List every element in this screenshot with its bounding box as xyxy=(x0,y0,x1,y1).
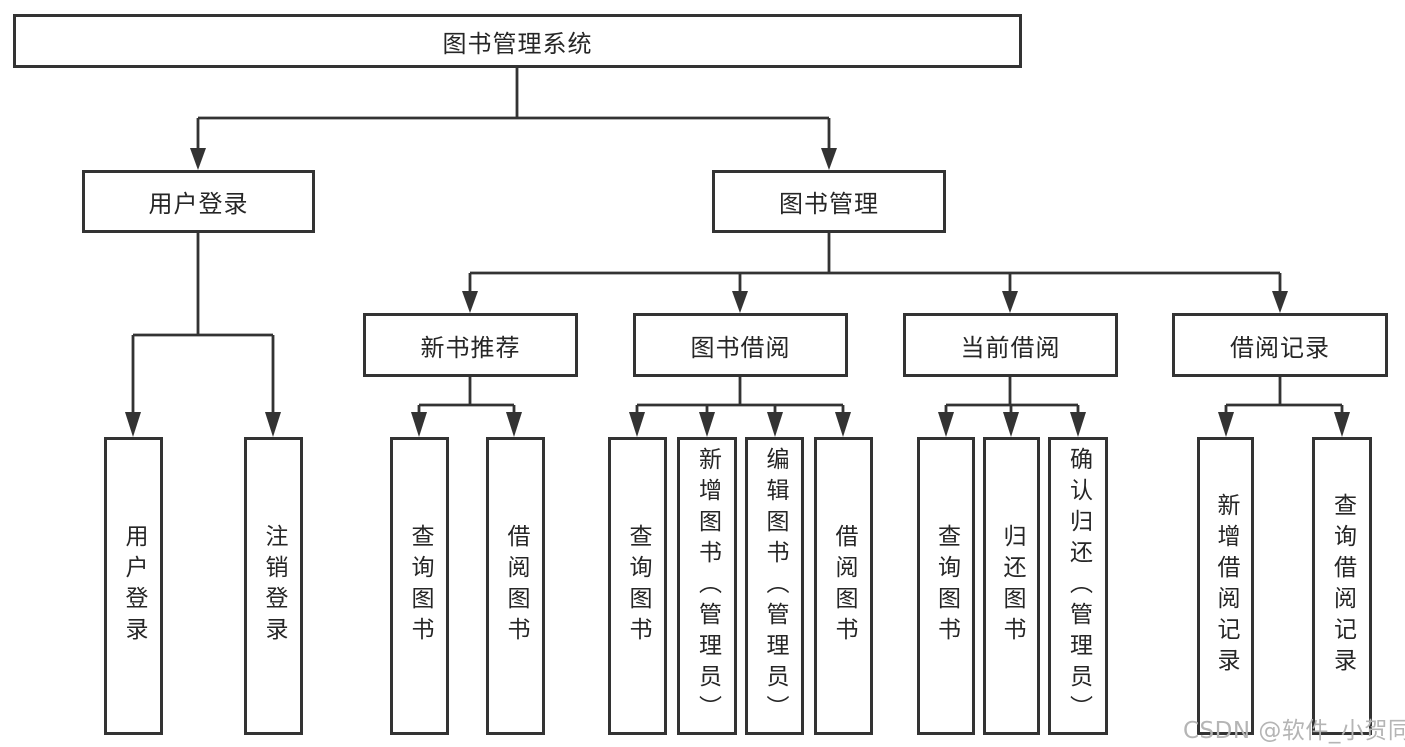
node-book-borrow: 图书借阅 xyxy=(633,313,848,377)
node-new-book-rec-label: 新书推荐 xyxy=(420,333,521,362)
leaf-return-book-label: 归还图书 xyxy=(999,524,1025,648)
leaf-edit-book-admin: 编辑图书（管理员） xyxy=(745,437,804,735)
leaf-confirm-return-admin: 确认归还（管理员） xyxy=(1048,437,1108,735)
leaf-add-borrow-record-label: 新增借阅记录 xyxy=(1213,493,1239,679)
connector-current-borrow xyxy=(938,377,1086,437)
node-user-login-label: 用户登录 xyxy=(148,190,249,218)
leaf-logout: 注销登录 xyxy=(244,437,303,735)
connector-root xyxy=(190,68,837,170)
leaf-confirm-return-admin-label: 确认归还（管理员） xyxy=(1065,446,1092,726)
connector-user-login xyxy=(125,233,281,437)
node-book-mgmt: 图书管理 xyxy=(712,170,946,233)
leaf-borrow-book-1-label: 借阅图书 xyxy=(503,524,529,648)
leaf-borrow-book-1: 借阅图书 xyxy=(486,437,545,735)
leaf-user-login: 用户登录 xyxy=(104,437,163,735)
leaf-borrow-book-2: 借阅图书 xyxy=(814,437,873,735)
leaf-query-book-2-label: 查询图书 xyxy=(625,524,651,648)
leaf-query-book-2: 查询图书 xyxy=(608,437,667,735)
leaf-edit-book-admin-label: 编辑图书（管理员） xyxy=(762,446,788,726)
connector-borrow-record xyxy=(1218,377,1350,437)
node-book-mgmt-label: 图书管理 xyxy=(779,190,879,218)
node-borrow-record: 借阅记录 xyxy=(1172,313,1388,377)
leaf-return-book: 归还图书 xyxy=(983,437,1040,735)
node-root: 图书管理系统 xyxy=(13,14,1022,68)
node-root-label: 图书管理系统 xyxy=(442,29,593,58)
node-current-borrow-label: 当前借阅 xyxy=(960,333,1061,362)
connector-book-borrow xyxy=(629,377,851,437)
leaf-query-book-1: 查询图书 xyxy=(390,437,449,735)
node-new-book-rec: 新书推荐 xyxy=(363,313,578,377)
node-current-borrow: 当前借阅 xyxy=(903,313,1118,377)
leaf-user-login-label: 用户登录 xyxy=(121,524,147,648)
leaf-borrow-book-2-label: 借阅图书 xyxy=(831,524,857,648)
leaf-logout-label: 注销登录 xyxy=(261,524,287,648)
leaf-query-book-3: 查询图书 xyxy=(917,437,975,735)
node-user-login: 用户登录 xyxy=(82,170,315,233)
leaf-add-book-admin: 新增图书（管理员） xyxy=(677,437,737,735)
connector-book-mgmt xyxy=(462,233,1288,313)
node-book-borrow-label: 图书借阅 xyxy=(690,333,791,362)
node-borrow-record-label: 借阅记录 xyxy=(1230,333,1330,362)
leaf-add-borrow-record: 新增借阅记录 xyxy=(1197,437,1254,735)
leaf-query-borrow-record: 查询借阅记录 xyxy=(1312,437,1372,735)
leaf-add-book-admin-label: 新增图书（管理员） xyxy=(694,446,721,726)
leaf-query-book-3-label: 查询图书 xyxy=(933,524,960,648)
leaf-query-book-1-label: 查询图书 xyxy=(407,524,433,648)
connector-new-book xyxy=(411,377,522,437)
csdn-watermark: CSDN @软件_小贺同学 xyxy=(1183,718,1405,744)
leaf-query-borrow-record-label: 查询借阅记录 xyxy=(1329,493,1356,679)
